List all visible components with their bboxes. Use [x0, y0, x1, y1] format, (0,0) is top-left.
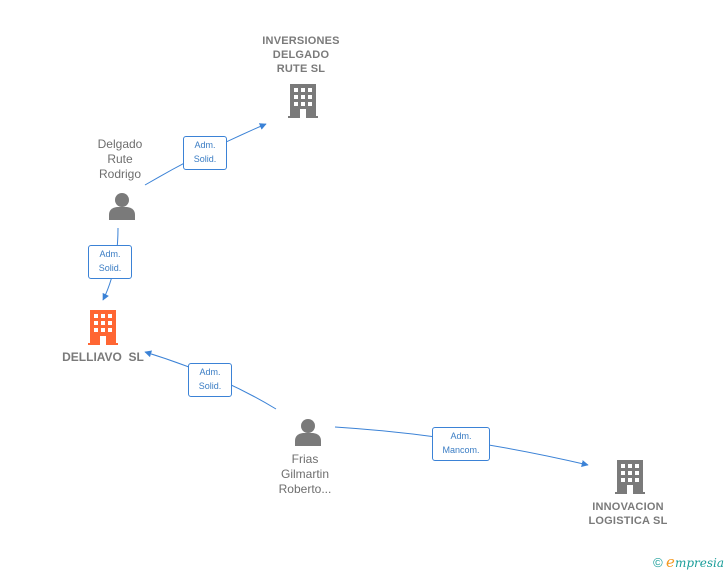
- brand-name: mpresia: [674, 556, 724, 570]
- innovacion-building-icon: [615, 460, 645, 494]
- delgado-person-icon: [109, 193, 135, 220]
- role-badge-delgado-inversiones[interactable]: Adm. Solid.: [183, 136, 227, 170]
- copyright-symbol: ©: [653, 555, 663, 570]
- delgado-label[interactable]: Delgado Rute Rodrigo: [97, 137, 143, 181]
- frias-label[interactable]: Frias Gilmartin Roberto...: [278, 452, 332, 496]
- inversiones-building-icon: [288, 84, 318, 118]
- role-badge-delgado-delliavo[interactable]: Adm. Solid.: [88, 245, 132, 279]
- empresia-logo[interactable]: © empresia: [653, 553, 724, 571]
- frias-person-icon: [295, 419, 321, 446]
- delliavo-building-icon: [88, 310, 118, 345]
- role-badge-frias-delliavo[interactable]: Adm. Solid.: [188, 363, 232, 397]
- role-badge-frias-innovacion[interactable]: Adm. Mancom.: [432, 427, 490, 461]
- innovacion-label[interactable]: INNOVACION LOGISTICA SL: [588, 501, 668, 527]
- brand-initial: e: [666, 553, 675, 571]
- delliavo-label[interactable]: DELLIAVO SL: [62, 350, 144, 364]
- inversiones-label[interactable]: INVERSIONES DELGADO RUTE SL: [262, 35, 340, 75]
